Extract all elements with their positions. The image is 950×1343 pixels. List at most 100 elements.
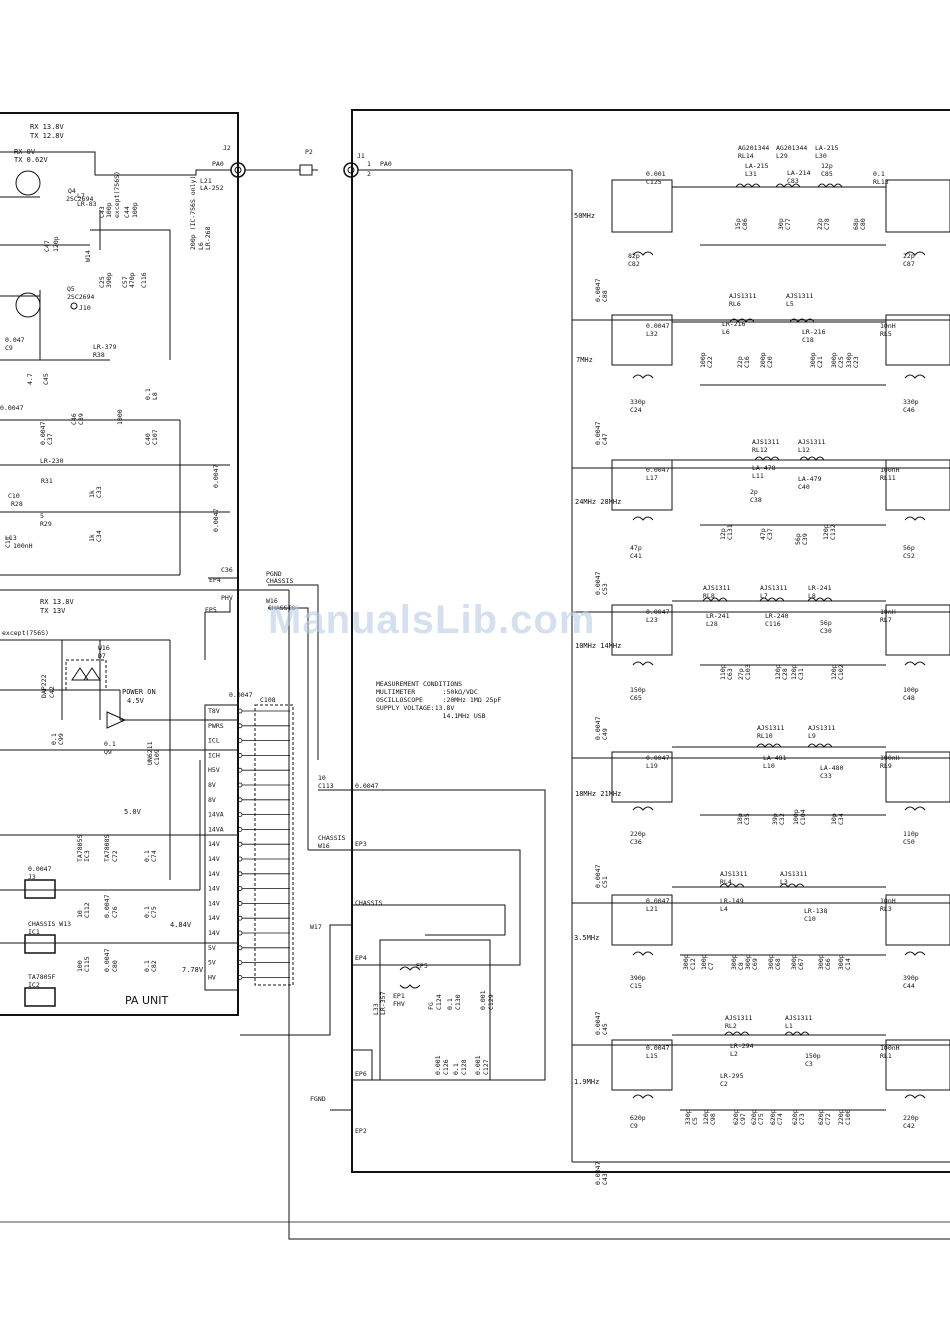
component-label: C107 [151,429,159,445]
component-label: C28 [781,668,789,680]
component-label: C113 [318,782,334,790]
component-label: C5 [691,1117,699,1125]
component-label: C40 [144,433,152,445]
q4-voltage-1: RX 0V [14,148,36,156]
component-label: 0.0047 [594,716,602,740]
component-label: C69 [751,958,759,970]
component-label: 100nH [880,1044,900,1052]
component-label: C21 [816,356,824,368]
component-label: LA-252 [200,184,224,192]
component-label: C7 [707,962,715,970]
component-shapes [15,170,926,1099]
j3-pin-label: 8V [208,796,216,804]
component-label: 1k [88,534,96,542]
component-label: L5 [786,300,794,308]
j3-pin-label: PWRS [208,722,224,730]
component-label: IC1 [28,928,40,936]
component-label: C75 [150,906,158,918]
component-label: C78 [823,218,831,230]
component-label: 120p [774,664,782,680]
component-label: C65 [630,694,642,702]
component-label: 15p [734,218,742,230]
component-label: 100p [700,954,708,970]
component-label: C74 [150,850,158,862]
component-label: 1k [88,490,96,498]
component-label: C103 [744,664,752,680]
component-label: RL13 [873,178,889,186]
component-label: 300p [809,352,817,368]
component-label: L11 [752,472,764,480]
band-50mhz: 50MHz [574,212,595,220]
component-label: TA7805S [76,835,84,862]
filter-unit-border [351,109,950,1173]
component-label: 10 [318,774,326,782]
component-label: 0.001 [646,170,666,178]
j3-pins [237,708,290,980]
j3-pin-label: 14V [208,899,220,907]
component-label: 22p [736,356,744,368]
component-label: 0.0047 [594,421,602,445]
component-label: 300p [817,954,825,970]
component-label: 0.1 [873,170,885,178]
component-label: 0.0047 [212,464,220,488]
component-label: RL1 [880,1052,892,1060]
component-label: 470p [128,272,136,288]
component-label: 2 [367,170,371,178]
component-label: 22p [903,252,915,260]
measurement-conditions: MEASUREMENT CONDITIONS MULTIMETER :50kΩ/… [376,680,501,720]
component-label: 0.0047 [103,948,111,972]
component-label: PHV [221,594,233,602]
component-label: C14 [844,958,852,970]
component-label: EP4 [355,954,367,962]
wires [0,109,950,1240]
meas-line-5: 14.1MHz USB [376,712,486,720]
component-label: W14 [84,250,92,262]
voltage-5v: 5.0V [124,808,142,816]
component-label: C72 [824,1113,832,1125]
component-label: 0.1 [452,1063,460,1075]
component-label: LR-149 [720,897,744,905]
component-label: 12p [719,528,727,540]
band-3-5mhz: 3.5MHz [574,934,599,942]
component-label: L10 [763,762,775,770]
component-label: RL4 [720,878,732,886]
component-label: FG [427,1002,435,1010]
component-label: RL12 [752,446,768,454]
component-label: UN6211 [146,741,154,765]
component-label: L3 [780,878,788,886]
j3-pin-label: 14V [208,855,220,863]
component-label: LA-480 [820,764,844,772]
component-label: C104 [799,809,807,825]
component-label: L17 [646,474,658,482]
meas-line-1: MEASUREMENT CONDITIONS [376,680,462,688]
component-label: 0.001 [474,1055,482,1075]
component-label: C20 [766,356,774,368]
component-label: D7 [98,652,106,660]
component-label: 0.0047 [646,1044,670,1052]
component-label: Q4 [68,187,76,195]
component-label: 620p [817,1109,825,1125]
component-label: LR-241 [706,612,730,620]
component-label: 300p [790,954,798,970]
j3-pin-label: ICL [208,737,220,745]
component-label: L29 [776,152,788,160]
component-label: C97 [739,1113,747,1125]
component-label: 0.0047 [646,466,670,474]
component-label: R31 [41,477,53,485]
component-label: 0.0047 [212,508,220,532]
component-label: 0.0047 [594,278,602,302]
component-label: L8 [151,392,159,400]
component-label: AG201344 [738,144,769,152]
band-7mhz: 7MHz [576,356,593,364]
component-label: TA7805F [28,973,55,981]
component-label: CHASSIS [266,577,293,585]
component-label: C9 [5,344,13,352]
component-label: 150p [805,1052,821,1060]
component-label: C36 [221,566,233,574]
watermark: ManualsLib.com [268,598,596,642]
component-label: 100p [699,352,707,368]
component-label: EP5 [416,962,428,970]
component-label: AJS1311 [798,438,825,446]
j3-pin-label: 14V [208,914,220,922]
